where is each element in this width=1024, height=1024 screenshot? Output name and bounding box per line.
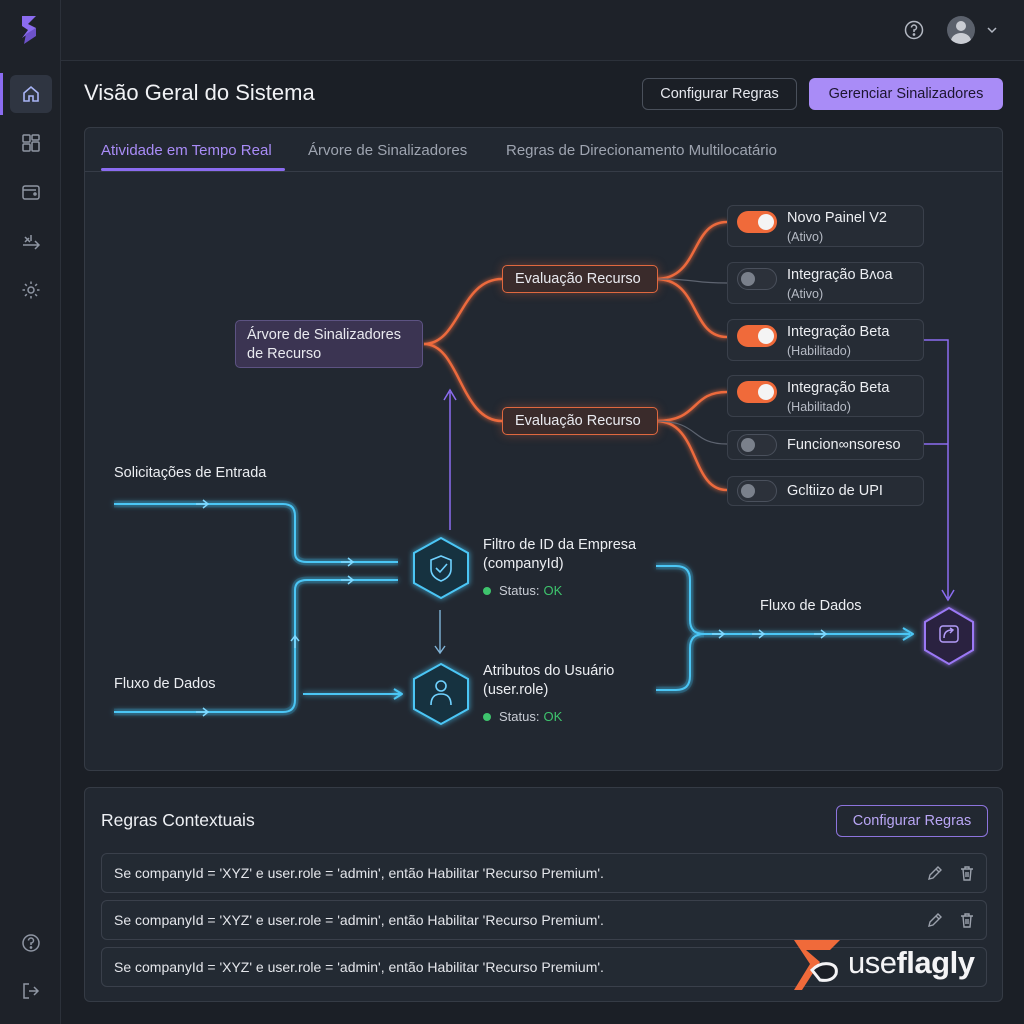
flag-toggle[interactable] bbox=[737, 325, 777, 347]
sidebar-help[interactable] bbox=[0, 922, 61, 964]
flag-status: (Ativo) bbox=[787, 230, 824, 244]
avatar[interactable] bbox=[947, 16, 975, 44]
sidebar-item-dashboard[interactable] bbox=[0, 122, 61, 164]
wallet-icon bbox=[21, 185, 40, 200]
configure-rules-button-secondary[interactable]: Configurar Regras bbox=[836, 805, 988, 837]
status-label: Status: bbox=[499, 709, 540, 724]
flag-name: Integração Bʌoa bbox=[787, 267, 893, 283]
company-filter-status: Status: OK bbox=[483, 583, 562, 598]
incoming-requests-label: Solicitações de Entrada bbox=[114, 465, 267, 481]
dashboard-icon bbox=[21, 134, 40, 152]
home-icon bbox=[22, 85, 39, 102]
company-filter-field: (companyId) bbox=[483, 556, 564, 572]
flag-toggle[interactable] bbox=[737, 434, 777, 456]
status-value: OK bbox=[543, 583, 563, 598]
rule-text: Se companyId = 'XYZ' e user.role = 'admi… bbox=[114, 865, 604, 881]
tab-bar: Atividade em Tempo Real Árvore de Sinali… bbox=[85, 128, 1002, 172]
status-value: OK bbox=[543, 709, 563, 724]
flag-name: Integração Beta bbox=[787, 324, 890, 340]
user-attributes-field: (user.role) bbox=[483, 682, 549, 698]
tab-multitenant-rules[interactable]: Regras de Direcionamento Multilocatário bbox=[506, 142, 777, 159]
rule-row[interactable]: Se companyId = 'XYZ' e user.role = 'admi… bbox=[101, 853, 987, 893]
flag-toggle[interactable] bbox=[737, 211, 777, 233]
flag-item[interactable]: Funcion∞nsoreso bbox=[727, 430, 924, 460]
help-icon[interactable] bbox=[904, 20, 924, 40]
flag-name: Novo Painel V2 bbox=[787, 210, 887, 226]
evaluation-node-1[interactable]: Evaluação Recurso bbox=[502, 265, 658, 293]
flag-name: Gcltiizo de UPI bbox=[787, 483, 883, 499]
flag-name: Funcion∞nsoreso bbox=[787, 437, 901, 453]
data-flow-label-left: Fluxo de Dados bbox=[114, 676, 216, 692]
trash-icon[interactable] bbox=[958, 911, 976, 929]
manage-flags-button[interactable]: Gerenciar Sinalizadores bbox=[809, 78, 1003, 110]
brand-prefix: use bbox=[848, 945, 897, 980]
app-logo bbox=[22, 16, 36, 44]
brand-wordmark: useflagly bbox=[848, 945, 975, 981]
flag-item[interactable]: Gcltiizo de UPI bbox=[727, 476, 924, 506]
tab-flag-tree[interactable]: Árvore de Sinalizadores bbox=[308, 142, 468, 159]
root-node-line2: de Recurso bbox=[247, 346, 322, 362]
brand-suffix: flagly bbox=[896, 945, 975, 980]
rule-text: Se companyId = 'XYZ' e user.role = 'admi… bbox=[114, 959, 604, 975]
rule-row[interactable]: Se companyId = 'XYZ' e user.role = 'admi… bbox=[101, 947, 987, 987]
user-attributes-title: Atributos do Usuário bbox=[483, 663, 615, 679]
flag-status: (Habilitado) bbox=[787, 400, 851, 414]
active-tab-indicator bbox=[101, 168, 285, 171]
sidebar-item-settings[interactable] bbox=[0, 269, 61, 311]
flag-toggle[interactable] bbox=[737, 381, 777, 403]
logout-icon bbox=[22, 983, 39, 999]
page-title: Visão Geral do Sistema bbox=[84, 80, 315, 105]
evaluation-node-2[interactable]: Evaluação Recurso bbox=[502, 407, 658, 435]
brand-logo: useflagly bbox=[790, 934, 995, 996]
flag-item[interactable]: Integração Bʌoa (Ativo) bbox=[727, 262, 924, 304]
flag-status: (Ativo) bbox=[787, 287, 824, 301]
user-attributes-status: Status: OK bbox=[483, 709, 562, 724]
sidebar-item-home[interactable] bbox=[0, 73, 61, 115]
status-dot bbox=[483, 712, 491, 721]
flow-icon bbox=[22, 235, 40, 250]
flag-item[interactable]: Integração Beta (Habilitado) bbox=[727, 319, 924, 361]
data-flow-label-right: Fluxo de Dados bbox=[760, 598, 862, 614]
tab-realtime-activity[interactable]: Atividade em Tempo Real bbox=[101, 142, 272, 159]
sidebar-item-flows[interactable] bbox=[0, 220, 61, 262]
flag-item[interactable]: Integração Beta (Habilitado) bbox=[727, 375, 924, 417]
top-bar bbox=[61, 0, 1024, 61]
company-filter-title: Filtro de ID da Empresa bbox=[483, 537, 637, 553]
gear-icon bbox=[22, 281, 39, 299]
sidebar-item-wallet[interactable] bbox=[0, 171, 61, 213]
rules-title: Regras Contextuais bbox=[101, 810, 255, 830]
status-label: Status: bbox=[499, 583, 540, 598]
flag-status: (Habilitado) bbox=[787, 344, 851, 358]
flag-name: Integração Beta bbox=[787, 380, 890, 396]
trash-icon[interactable] bbox=[958, 864, 976, 882]
flag-item[interactable]: Novo Painel V2 (Ativo) bbox=[727, 205, 924, 247]
root-node-line1: Árvore de Sinalizadores bbox=[247, 327, 401, 343]
brand-mark-icon bbox=[794, 940, 840, 990]
flag-tree-root-node[interactable]: Árvore de Sinalizadores de Recurso bbox=[235, 320, 423, 368]
pencil-icon[interactable] bbox=[926, 864, 944, 882]
configure-rules-button[interactable]: Configurar Regras bbox=[642, 78, 797, 110]
pencil-icon[interactable] bbox=[926, 911, 944, 929]
help-icon bbox=[21, 934, 40, 952]
sidebar-logout[interactable] bbox=[0, 970, 61, 1012]
rule-row[interactable]: Se companyId = 'XYZ' e user.role = 'admi… bbox=[101, 900, 987, 940]
sidebar bbox=[0, 0, 61, 1024]
contextual-rules-panel: Regras Contextuais Configurar Regras Se … bbox=[84, 787, 1003, 1002]
status-dot bbox=[483, 586, 491, 595]
rule-text: Se companyId = 'XYZ' e user.role = 'admi… bbox=[114, 912, 604, 928]
flag-toggle[interactable] bbox=[737, 480, 777, 502]
flag-toggle[interactable] bbox=[737, 268, 777, 290]
chevron-down-icon[interactable] bbox=[986, 24, 998, 36]
